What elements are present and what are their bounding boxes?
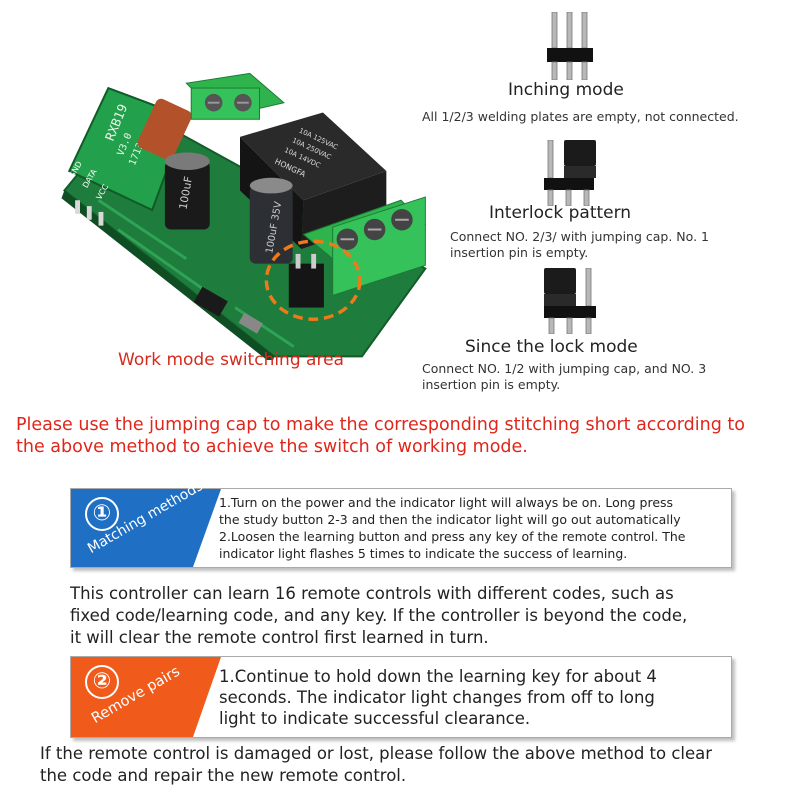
method-line: seconds. The indicator light changes fro… [219,688,655,707]
instruction-text: Please use the jumping cap to make the c… [16,414,786,458]
board-jumper [288,253,324,308]
mode-desc-line: All 1/2/3 welding plates are empty, not … [422,109,739,124]
paragraph-line: it will clear the remote control first l… [70,628,489,647]
mode-title-self-lock: Since the lock mode [465,337,638,357]
instruction-line: Please use the jumping cap to make the c… [16,415,745,435]
remove-pairs-box: ② Remove pairs 1.Continue to hold down t… [70,656,732,738]
top-terminal-block [185,72,285,120]
matching-methods-box: ① Matching methods 1.Turn on the power a… [70,478,732,568]
paragraph-line: fixed code/learning code, and any key. I… [70,606,688,625]
capacitor-2: 100uF 35V [249,177,293,264]
jumper-self-lock-icon [544,268,596,334]
method-line: 2.Loosen the learning button and press a… [219,529,686,544]
mode-desc-self-lock: Connect NO. 1/2 with jumping cap, and NO… [422,361,706,393]
paragraph-line: If the remote control is damaged or lost… [40,744,713,763]
matching-methods-text: 1.Turn on the power and the indicator li… [219,494,686,562]
lost-remote-paragraph: If the remote control is damaged or lost… [40,743,795,787]
method-line: 1.Continue to hold down the learning key… [219,667,657,686]
capacitor-1: 100uF [164,152,210,230]
relay-board-image: RXB19 V3.0 1713 GND DATA VCC 10A 125VAC … [61,72,427,360]
instruction-line: the above method to achieve the switch o… [16,437,528,457]
mode-title-inching: Inching mode [508,80,624,100]
learning-capacity-paragraph: This controller can learn 16 remote cont… [70,583,790,649]
switching-area-caption: Work mode switching area [118,350,344,370]
mode-desc-interlock: Connect NO. 2/3/ with jumping cap. No. 1… [450,229,709,261]
paragraph-line: the code and repair the new remote contr… [40,766,407,785]
switching-area-highlight [264,239,362,321]
jumper-interlock-icon [544,140,596,206]
method-line: light to indicate successful clearance. [219,709,531,728]
method-line: 1.Turn on the power and the indicator li… [219,495,674,510]
capacitor-1-label: 100uF [176,175,195,210]
jumper-pins-empty-icon [547,12,593,80]
remove-pairs-text: 1.Continue to hold down the learning key… [219,666,657,729]
step-number-2-icon: ② [85,665,119,699]
paragraph-line: This controller can learn 16 remote cont… [70,584,674,603]
method-line: indicator light flashes 5 times to indic… [219,546,628,561]
method-line: the study button 2-3 and then the indica… [219,512,681,527]
mode-desc-line: Connect NO. 2/3/ with jumping cap. No. 1 [450,229,709,244]
mode-desc-line: insertion pin is empty. [422,377,561,392]
module-pins [75,200,104,226]
mode-desc-line: insertion pin is empty. [450,245,589,260]
mode-desc-inching: All 1/2/3 welding plates are empty, not … [422,109,739,125]
mode-desc-line: Connect NO. 1/2 with jumping cap, and NO… [422,361,707,376]
step-number-1-icon: ① [85,497,119,531]
mode-title-interlock: Interlock pattern [489,203,632,223]
